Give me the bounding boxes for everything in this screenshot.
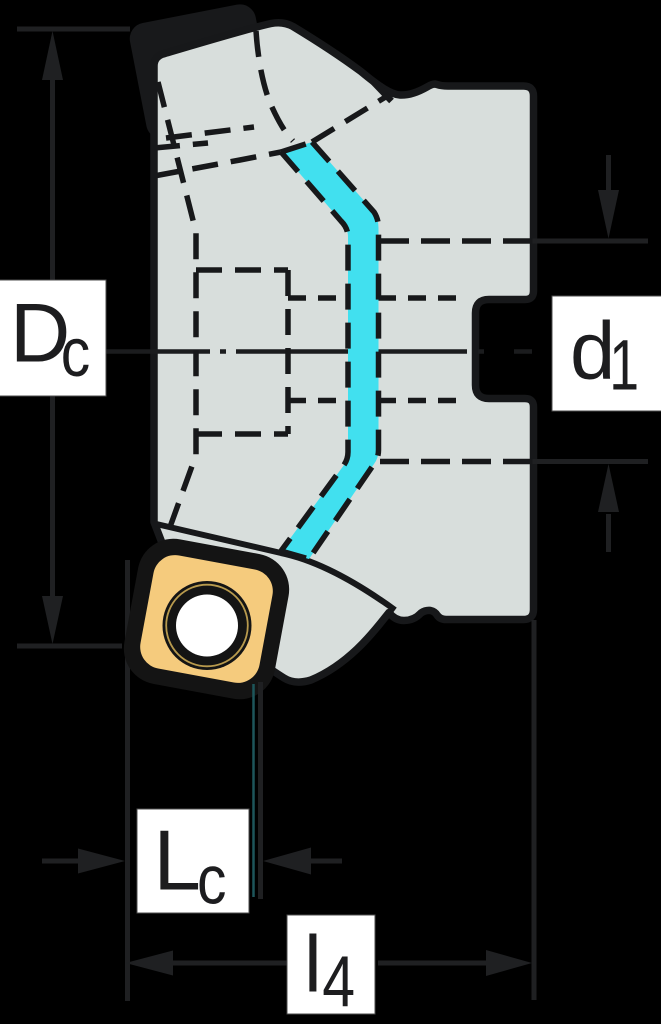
svg-text:c: c [61, 314, 90, 391]
svg-text:c: c [197, 841, 226, 918]
svg-text:D: D [10, 286, 70, 380]
svg-text:4: 4 [322, 942, 355, 1023]
svg-text:l: l [304, 920, 322, 1009]
svg-text:d: d [570, 306, 615, 397]
svg-text:1: 1 [609, 326, 639, 405]
svg-text:L: L [153, 814, 201, 909]
